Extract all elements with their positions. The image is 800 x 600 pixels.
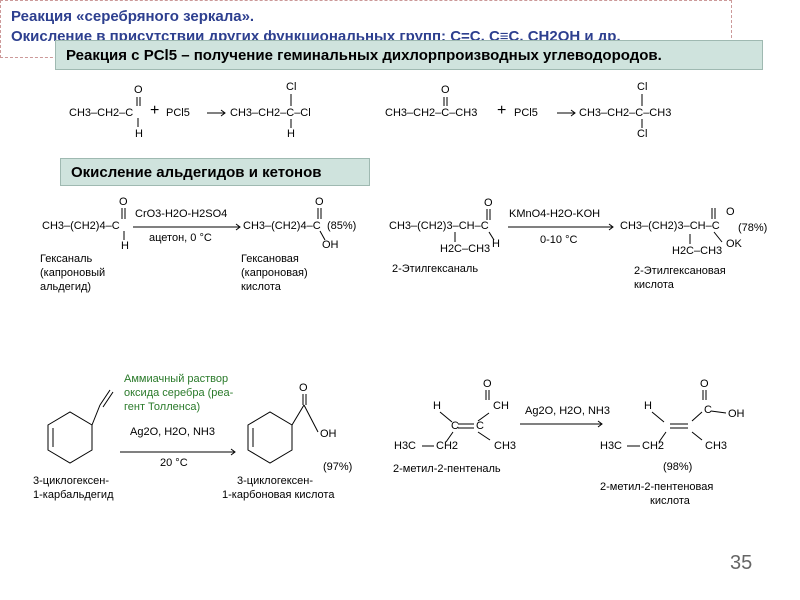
r3-name-1: Гексаналь bbox=[40, 253, 93, 265]
r3-name-3: альдегид) bbox=[40, 281, 92, 293]
r6-ch3: CH3 bbox=[494, 440, 517, 452]
r6-h: H bbox=[433, 400, 441, 412]
r5-reagent-note-1: Аммиачный раствор bbox=[124, 373, 229, 385]
r5-reagent-note-3: гент Толленса) bbox=[124, 401, 201, 413]
r1-reagent: PCl5 bbox=[166, 107, 190, 119]
r6-name: 2-метил-2-пентеналь bbox=[393, 463, 501, 475]
r3-product-name-2: (капроновая) bbox=[241, 267, 308, 279]
r5-product-name-2: 1-карбоновая кислота bbox=[222, 489, 335, 501]
r4-reagent-1: KMnO4-H2O-KOH bbox=[509, 208, 601, 220]
r6-c1: C bbox=[451, 420, 459, 432]
r2-reactant: CH3–CH2–C–CH3 bbox=[385, 107, 478, 119]
r1-oxygen: O bbox=[134, 84, 143, 96]
r4-product-ok: OK bbox=[726, 238, 742, 250]
r1-product-h: H bbox=[287, 128, 295, 140]
r6-product-name-2: кислота bbox=[650, 495, 690, 507]
r4-reactant: CH3–(CH2)3–CH–C bbox=[389, 220, 489, 232]
r2-plus: + bbox=[497, 102, 507, 119]
r2-reagent: PCl5 bbox=[514, 107, 538, 119]
r5-product-oxygen: O bbox=[299, 382, 308, 394]
r3-hydrogen: H bbox=[121, 240, 129, 252]
r2-product-cl-bottom: Cl bbox=[637, 128, 648, 140]
r5-name-2: 1-карбальдегид bbox=[33, 489, 114, 501]
r6-product-ch2: CH2 bbox=[642, 440, 665, 452]
r4-product-oxygen: O bbox=[726, 206, 735, 218]
r1-product: CH3–CH2–C–Cl bbox=[230, 107, 311, 119]
r4-branch: H2C–CH3 bbox=[440, 243, 491, 255]
r6-reagent: Ag2O, H2O, NH3 bbox=[525, 405, 610, 417]
r3-name-2: (капроновый bbox=[40, 267, 106, 279]
r6-yield: (98%) bbox=[663, 461, 693, 473]
r6-product-oxygen: O bbox=[700, 378, 709, 390]
r4-hydrogen: H bbox=[492, 238, 500, 250]
header-oxidation: Окисление альдегидов и кетонов bbox=[60, 158, 370, 186]
r4-product-name-2: кислота bbox=[634, 279, 674, 291]
r3-product-oxygen: O bbox=[315, 196, 324, 208]
r6-product-h: H bbox=[644, 400, 652, 412]
r6-h3c: H3C bbox=[394, 440, 417, 452]
r2-oxygen: O bbox=[441, 84, 450, 96]
r6-product-c: C bbox=[704, 404, 712, 416]
silver-mirror-title: Реакция «серебряного зеркала». bbox=[11, 8, 255, 25]
r6-product-oh: OH bbox=[728, 408, 745, 420]
r3-product-name-1: Гексановая bbox=[241, 253, 299, 265]
r2-product: CH3–CH2–C–CH3 bbox=[579, 107, 672, 119]
r3-product: CH3–(CH2)4–C bbox=[243, 220, 321, 232]
r6-ch: CH bbox=[493, 400, 509, 412]
r1-reactant: CH3–CH2–C bbox=[69, 107, 134, 119]
r6-product-name-1: 2-метил-2-пентеновая bbox=[600, 481, 714, 493]
r3-yield: (85%) bbox=[327, 220, 357, 232]
r1-plus: + bbox=[150, 102, 160, 119]
r5-yield: (97%) bbox=[323, 461, 353, 473]
r5-reagent-2: 20 °C bbox=[160, 457, 188, 469]
page-number: 35 bbox=[730, 552, 753, 574]
r5-product-oh: OH bbox=[320, 428, 337, 440]
r6-c2: C bbox=[476, 420, 484, 432]
r5-reagent-note-2: оксида серебра (реа- bbox=[124, 387, 234, 399]
r1-product-cl: Cl bbox=[286, 81, 297, 93]
r4-product-branch: H2C–CH3 bbox=[672, 245, 723, 257]
r4-name: 2-Этилгексаналь bbox=[392, 263, 479, 275]
r5-product-name-1: 3-циклогексен- bbox=[237, 475, 314, 487]
r3-product-name-3: кислота bbox=[241, 281, 281, 293]
r1-hydrogen: H bbox=[135, 128, 143, 140]
r6-oxygen: O bbox=[483, 378, 492, 390]
r2-product-cl-top: Cl bbox=[637, 81, 648, 93]
r4-reagent-2: 0-10 °C bbox=[540, 234, 578, 246]
r6-product-ch3: CH3 bbox=[705, 440, 728, 452]
r4-product: CH3–(CH2)3–CH–C bbox=[620, 220, 720, 232]
r4-oxygen: O bbox=[484, 197, 493, 209]
r3-oxygen: O bbox=[119, 196, 128, 208]
r6-ch2: CH2 bbox=[436, 440, 459, 452]
r5-reagent-1: Ag2O, H2O, NH3 bbox=[130, 426, 215, 438]
r4-product-name-1: 2-Этилгексановая bbox=[634, 265, 726, 277]
r3-reactant: CH3–(CH2)4–C bbox=[42, 220, 120, 232]
header-pcl5: Реакция с PCl5 – получение геминальных д… bbox=[55, 40, 763, 70]
r6-product-h3c: H3C bbox=[600, 440, 623, 452]
r5-name-1: 3-циклогексен- bbox=[33, 475, 110, 487]
r3-reagent-1: CrO3-H2O-H2SO4 bbox=[135, 208, 228, 220]
r3-product-oh: OH bbox=[322, 239, 339, 251]
r3-reagent-2: ацетон, 0 °C bbox=[149, 232, 212, 244]
r4-yield: (78%) bbox=[738, 222, 768, 234]
